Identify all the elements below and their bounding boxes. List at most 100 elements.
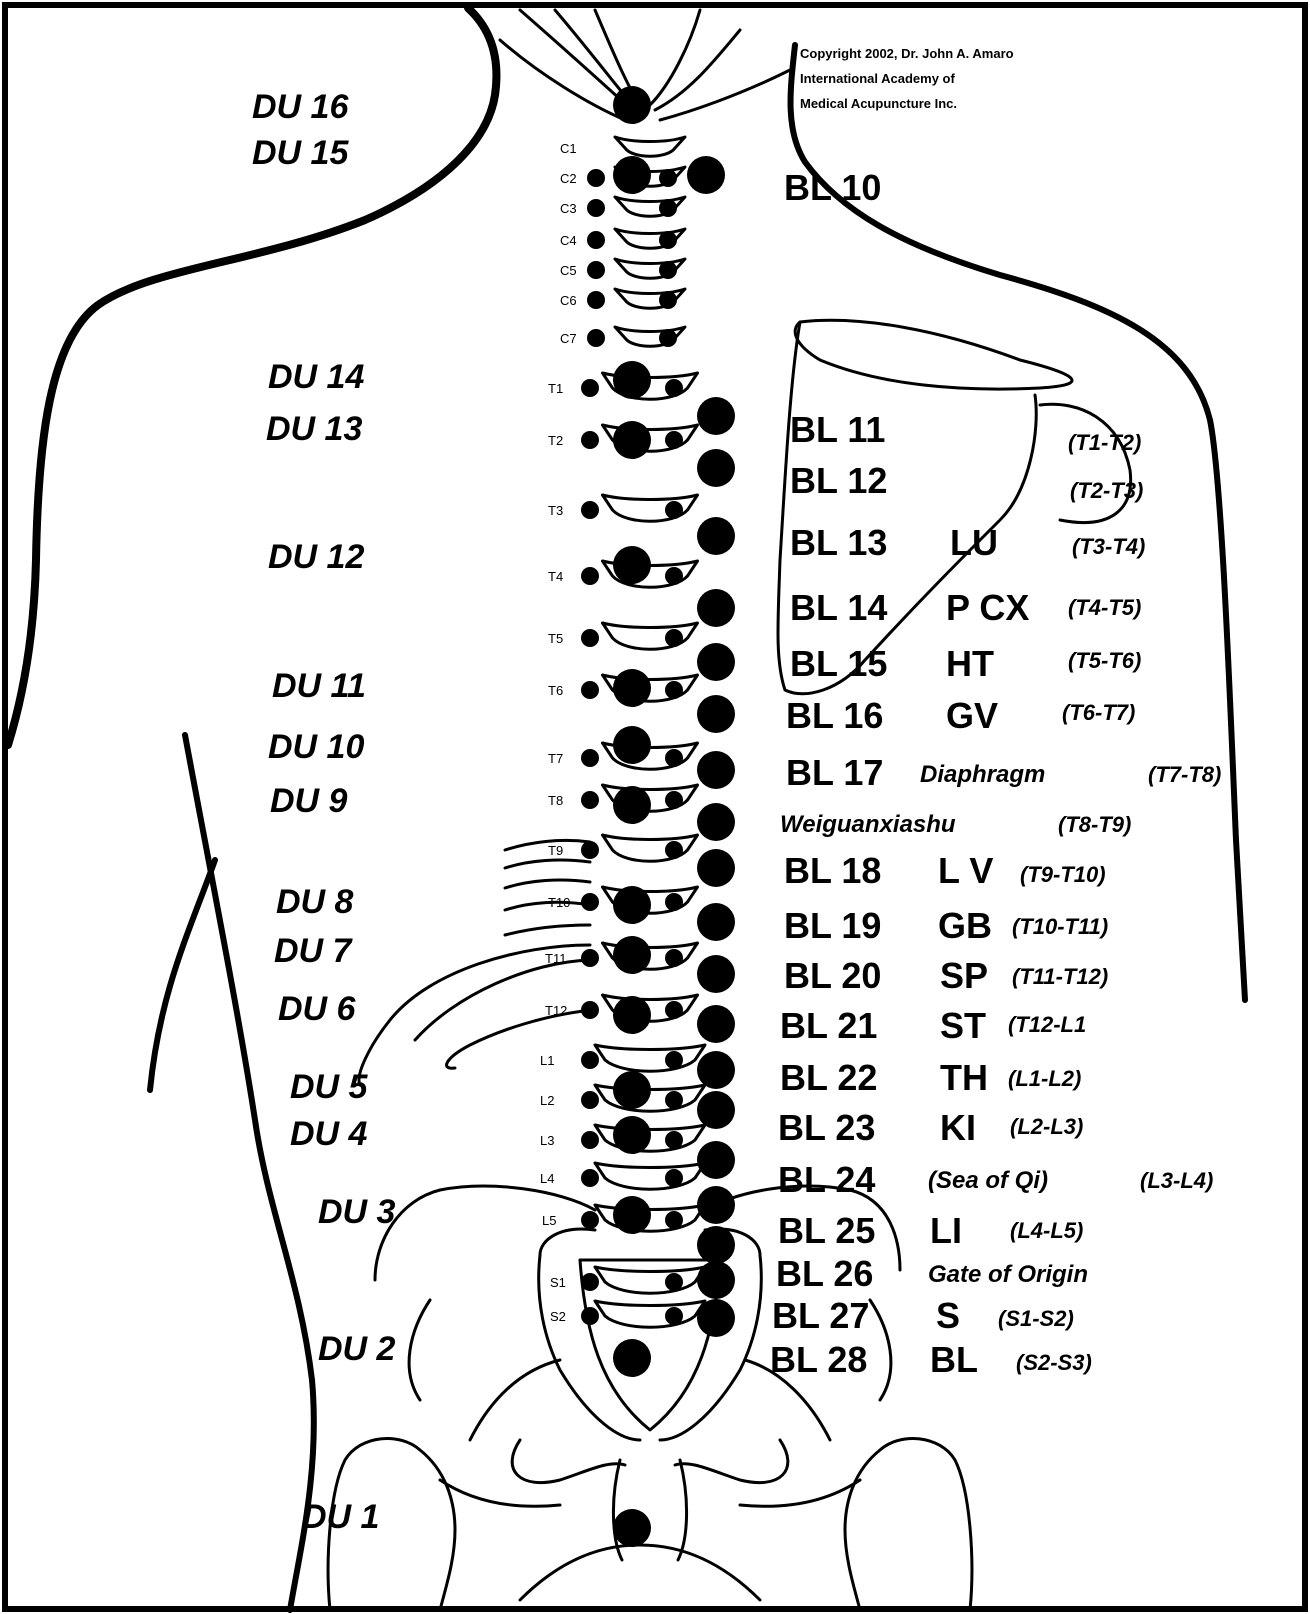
paraspinal-dot bbox=[581, 893, 599, 911]
bl-18-range: (T9-T10) bbox=[1020, 862, 1106, 887]
bl-26-label: BL 26 bbox=[776, 1253, 873, 1294]
bl-28-organ: BL bbox=[930, 1339, 978, 1380]
bl-point-dot bbox=[697, 955, 735, 993]
du-14-label: DU 14 bbox=[268, 358, 364, 396]
paraspinal-dot bbox=[581, 501, 599, 519]
vertebra-label: T1 bbox=[548, 381, 563, 396]
du-point-dot bbox=[613, 361, 651, 399]
vertebra-label: L1 bbox=[540, 1053, 554, 1068]
du-point-dot bbox=[613, 1116, 651, 1154]
du-1-label: DU 1 bbox=[302, 1498, 379, 1536]
bl-point-dot bbox=[697, 589, 735, 627]
vertebra-label: T6 bbox=[548, 683, 563, 698]
bl-24-range: (L3-L4) bbox=[1140, 1168, 1213, 1193]
paraspinal-dot bbox=[665, 501, 683, 519]
bl-14-range: (T4-T5) bbox=[1068, 595, 1141, 620]
du-16-label: DU 16 bbox=[252, 88, 349, 126]
paraspinal-dot bbox=[581, 841, 599, 859]
bl-21-label: BL 21 bbox=[780, 1005, 877, 1046]
bl-point-dot bbox=[697, 449, 735, 487]
du-point-dot bbox=[613, 886, 651, 924]
paraspinal-dot bbox=[665, 893, 683, 911]
paraspinal-dot bbox=[581, 1131, 599, 1149]
bl-11-range: (T1-T2) bbox=[1068, 430, 1141, 455]
paraspinal-dot bbox=[587, 291, 605, 309]
paraspinal-dot bbox=[665, 1091, 683, 1109]
paraspinal-dot bbox=[665, 1051, 683, 1069]
bl-point-dot bbox=[697, 1091, 735, 1129]
paraspinal-dot bbox=[587, 169, 605, 187]
vertebra-label: T7 bbox=[548, 751, 563, 766]
du-4-label: DU 4 bbox=[290, 1115, 368, 1153]
paraspinal-dot bbox=[581, 1307, 599, 1325]
bl-17-organ: Diaphragm bbox=[920, 761, 1045, 788]
bl-25-range: (L4-L5) bbox=[1010, 1218, 1083, 1243]
vertebra-label: S1 bbox=[550, 1275, 566, 1290]
bl-12-range: (T2-T3) bbox=[1070, 478, 1143, 503]
paraspinal-dot bbox=[665, 629, 683, 647]
bl-27-range: (S1-S2) bbox=[998, 1306, 1074, 1331]
bl-23-label: BL 23 bbox=[778, 1107, 875, 1148]
paraspinal-dot bbox=[581, 1001, 599, 1019]
vertebra-label: C4 bbox=[560, 233, 577, 248]
vertebra-label: T4 bbox=[548, 569, 563, 584]
du-point-dot bbox=[613, 421, 651, 459]
du-point-dot bbox=[613, 786, 651, 824]
paraspinal-dot bbox=[581, 629, 599, 647]
bl-point-dot bbox=[697, 1186, 735, 1224]
paraspinal-dot bbox=[659, 261, 677, 279]
du-point-dot bbox=[613, 156, 651, 194]
bl-15-organ: HT bbox=[946, 643, 994, 684]
bl-19-label: BL 19 bbox=[784, 905, 881, 946]
paraspinal-dot bbox=[587, 231, 605, 249]
paraspinal-dot bbox=[665, 1273, 683, 1291]
paraspinal-dot bbox=[659, 199, 677, 217]
vertebra-label: C5 bbox=[560, 263, 577, 278]
bl-point-dot bbox=[697, 1005, 735, 1043]
bl-point-dot bbox=[697, 397, 735, 435]
bl-13-label: BL 13 bbox=[790, 522, 887, 563]
paraspinal-dot bbox=[581, 1169, 599, 1187]
paraspinal-dot bbox=[665, 1131, 683, 1149]
du-15-label: DU 15 bbox=[252, 134, 349, 172]
vertebra-label: C1 bbox=[560, 141, 577, 156]
vertebra-label: C7 bbox=[560, 331, 577, 346]
du-point-dot bbox=[613, 86, 651, 124]
bl-22-range: (L1-L2) bbox=[1008, 1066, 1081, 1091]
paraspinal-dot bbox=[581, 1273, 599, 1291]
bl-22-organ: TH bbox=[940, 1057, 988, 1098]
bl-16-range: (T6-T7) bbox=[1062, 700, 1135, 725]
bl-18-organ: L V bbox=[938, 850, 993, 891]
bl-point-dot bbox=[697, 849, 735, 887]
paraspinal-dot bbox=[581, 749, 599, 767]
paraspinal-dot bbox=[665, 841, 683, 859]
bl-13-range: (T3-T4) bbox=[1072, 534, 1145, 559]
vertebra-label: L3 bbox=[540, 1133, 554, 1148]
vertebra-label: T11 bbox=[545, 951, 566, 966]
vertebra-label: L4 bbox=[540, 1171, 554, 1186]
bl-point-dot bbox=[697, 803, 735, 841]
bl-22-label: BL 22 bbox=[780, 1057, 877, 1098]
paraspinal-dot bbox=[665, 431, 683, 449]
bl-24-organ: (Sea of Qi) bbox=[928, 1167, 1048, 1194]
du-8-label: DU 8 bbox=[276, 883, 354, 921]
vertebra-label: T8 bbox=[548, 793, 563, 808]
du-5-label: DU 5 bbox=[290, 1068, 369, 1106]
paraspinal-dot bbox=[659, 329, 677, 347]
bl-14-organ: P CX bbox=[946, 587, 1029, 628]
vertebra-label: T12 bbox=[545, 1003, 567, 1018]
weiguanxiashu-label: Weiguanxiashu bbox=[780, 811, 956, 838]
bl-16-organ: GV bbox=[946, 695, 998, 736]
vertebra-label: T9 bbox=[548, 843, 563, 858]
bl-26-organ: Gate of Origin bbox=[928, 1261, 1088, 1288]
paraspinal-dot bbox=[581, 1051, 599, 1069]
paraspinal-dot bbox=[665, 1001, 683, 1019]
bl-14-label: BL 14 bbox=[790, 587, 887, 628]
du-13-label: DU 13 bbox=[266, 410, 362, 448]
copyright-line-1: Copyright 2002, Dr. John A. Amaro bbox=[800, 46, 1014, 61]
du-3-label: DU 3 bbox=[318, 1193, 396, 1231]
paraspinal-dot bbox=[659, 169, 677, 187]
vertebra-label: S2 bbox=[550, 1309, 566, 1324]
vertebra-label: T3 bbox=[548, 503, 563, 518]
